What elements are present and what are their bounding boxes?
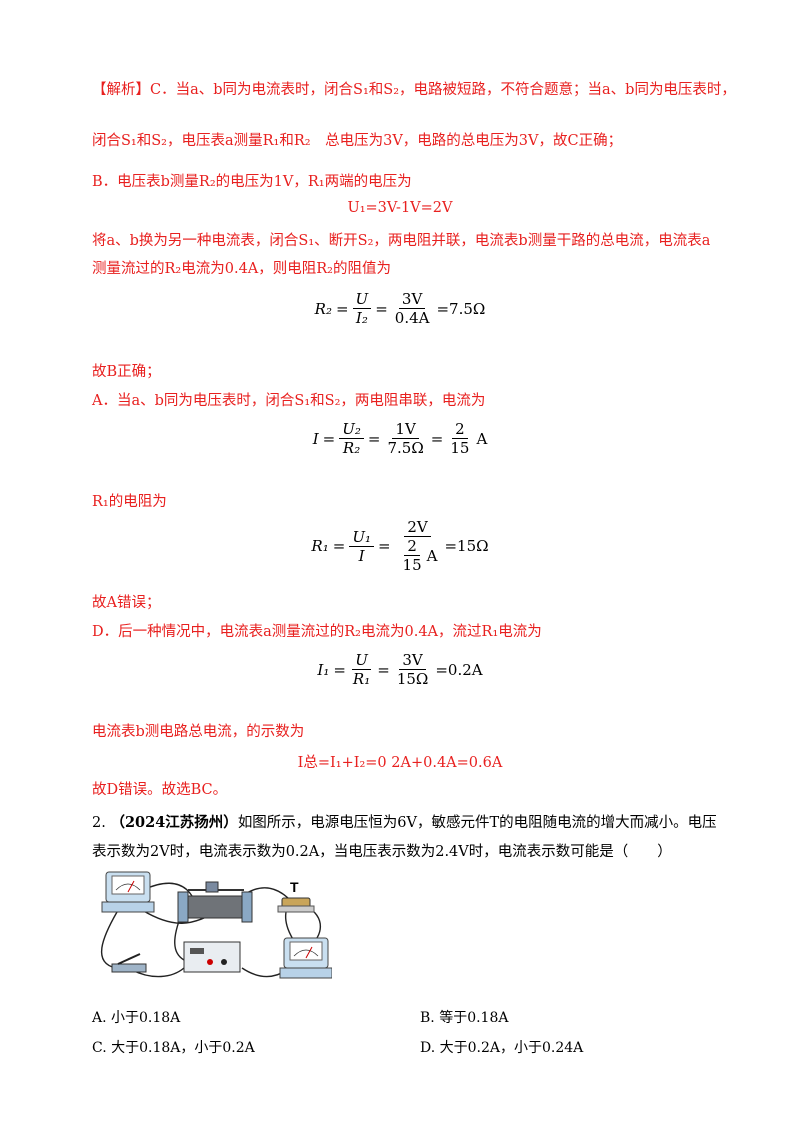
analysis-line-7: A．当a、b同为电压表时，闭合S₁和S₂，两电阻串联，电流为 xyxy=(92,393,486,409)
eq5-rhs: =0.2A xyxy=(435,660,483,679)
eq3-num1: U₂ xyxy=(339,420,364,439)
analysis-line-3: B．电压表b测量R₂的电压为1V，R₁两端的电压为 xyxy=(92,174,412,190)
analysis-line-11: 电流表b测电路总电流，的示数为 xyxy=(92,724,305,740)
eq5-num1: U xyxy=(352,651,371,670)
voltmeter-left xyxy=(101,871,155,913)
eq4-den-unit: A xyxy=(426,546,438,565)
eq3-lhs: I xyxy=(312,429,319,448)
analysis-line-12: 故D错误。故选BC。 xyxy=(92,782,228,798)
eq5-den1: R₁ xyxy=(352,670,371,688)
switch xyxy=(111,953,147,973)
eq4-num1: U₁ xyxy=(349,528,374,547)
eq2-num2: 3V xyxy=(398,290,426,309)
eq3-rhs: A xyxy=(476,429,488,448)
equation-total-current: I总=I₁+I₂=0 2A+0.4A=0.6A xyxy=(297,755,503,771)
eq2-lhs: R₂ xyxy=(314,299,332,318)
eq5-lhs: I₁ xyxy=(317,660,330,679)
analysis-line-5: 测量流过的R₂电流为0.4A，则电阻R₂的阻值为 xyxy=(92,261,391,277)
eq2-num1: U xyxy=(352,290,372,309)
eq3-den1: R₂ xyxy=(342,439,361,457)
analysis-text-1: C．当a、b同为电流表时，闭合S₁和S₂，电路被短路，不符合题意；当a、b同为电… xyxy=(150,82,736,98)
rheostat xyxy=(177,881,253,923)
eq3-num2: 1V xyxy=(392,420,419,439)
eq5-num2: 3V xyxy=(399,651,426,670)
eq3-num3: 2 xyxy=(452,420,468,439)
analysis-line-2: 闭合S₁和S₂，电压表a测量R₁和R₂ 总电压为3V，电路的总电压为3V，故C正… xyxy=(92,133,623,149)
eq5-den2: 15Ω xyxy=(396,670,429,688)
question-line-2: 表示数为2V时，电流表示数为0.2A，当电压表示数为2.4V时，电流表示数可能是… xyxy=(92,844,672,860)
eq3-den2: 7.5Ω xyxy=(387,439,424,457)
element-t-label: T xyxy=(290,879,299,895)
element-t: T xyxy=(277,879,315,913)
eq2-den2: 0.4A xyxy=(394,309,430,327)
power-supply xyxy=(183,941,241,973)
question-line-1: 2. （2024江苏扬州）如图所示，电源电压恒为6V，敏感元件T的电阻随电流的增… xyxy=(92,813,717,833)
eq4-num2: 2V xyxy=(404,518,431,537)
question-text-1: 如图所示，电源电压恒为6V，敏感元件T的电阻随电流的增大而减小。电压 xyxy=(237,815,717,831)
eq4-den1: I xyxy=(358,546,365,565)
option-b[interactable]: B. 等于0.18A xyxy=(420,1010,509,1026)
analysis-line-1: 【解析】C．当a、b同为电流表时，闭合S₁和S₂，电路被短路，不符合题意；当a、… xyxy=(92,80,736,100)
analysis-line-4: 将a、b换为另一种电流表，闭合S₁、断开S₂，两电阻并联，电流表b测量干路的总电… xyxy=(92,233,711,249)
eq4-rhs: =15Ω xyxy=(444,537,489,555)
eq2-den1: I₂ xyxy=(355,309,368,327)
question-source: （2024江苏扬州） xyxy=(110,814,238,831)
analysis-line-6: 故B正确； xyxy=(92,364,161,380)
option-a[interactable]: A. 小于0.18A xyxy=(92,1010,181,1026)
option-c[interactable]: C. 大于0.18A，小于0.2A xyxy=(92,1040,255,1056)
eq4-den-den: 15 xyxy=(402,556,422,574)
option-d[interactable]: D. 大于0.2A，小于0.24A xyxy=(420,1040,584,1056)
eq3-den3: 15 xyxy=(450,439,470,457)
ammeter-right xyxy=(279,937,332,979)
eq2-rhs: =7.5Ω xyxy=(436,299,486,318)
question-number: 2. xyxy=(92,815,106,831)
analysis-line-10: D．后一种情况中，电流表a测量流过的R₂电流为0.4A，流过R₁电流为 xyxy=(92,624,542,640)
circuit-figure: T xyxy=(100,871,332,979)
eq4-den-num: 2 xyxy=(404,537,420,556)
equation-u1: U₁=3V-1V=2V xyxy=(347,200,453,216)
analysis-line-9: 故A错误； xyxy=(92,595,161,611)
eq4-lhs: R₁ xyxy=(311,537,329,555)
analysis-line-8: R₁的电阻为 xyxy=(92,494,167,510)
analysis-tag: 【解析】 xyxy=(92,82,150,98)
